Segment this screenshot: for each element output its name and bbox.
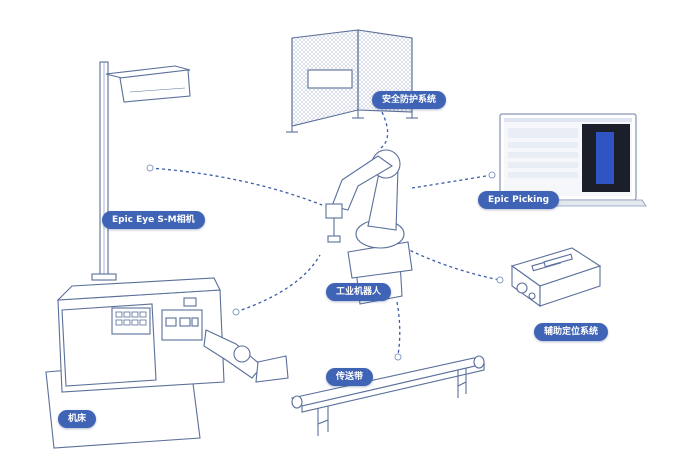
label-conveyor: 传送带: [326, 368, 374, 386]
conveyor-belt-icon: [290, 355, 486, 436]
label-safety: 安全防护系统: [372, 91, 447, 109]
connector-machine: [235, 254, 321, 313]
connector-conveyor: [396, 301, 401, 356]
label-robot: 工业机器人: [326, 283, 392, 301]
laptop-icon: [489, 113, 647, 207]
label-aux: 辅助定位系统: [534, 323, 609, 341]
fence-icon: [286, 29, 418, 133]
connector-safety: [377, 111, 389, 151]
label-machine: 机床: [58, 410, 97, 428]
connector-endpoints: [146, 164, 504, 361]
connector-aux: [404, 247, 501, 281]
camera-stand-icon: [91, 61, 191, 281]
connectors: [149, 111, 501, 356]
label-camera: Epic Eye S-M相机: [102, 211, 205, 229]
label-picking: Epic Picking: [478, 191, 560, 209]
positioning-module-icon: [510, 247, 602, 308]
connector-camera: [149, 167, 323, 206]
connector-picking: [411, 174, 493, 189]
robot-arm-icon: [325, 149, 413, 305]
